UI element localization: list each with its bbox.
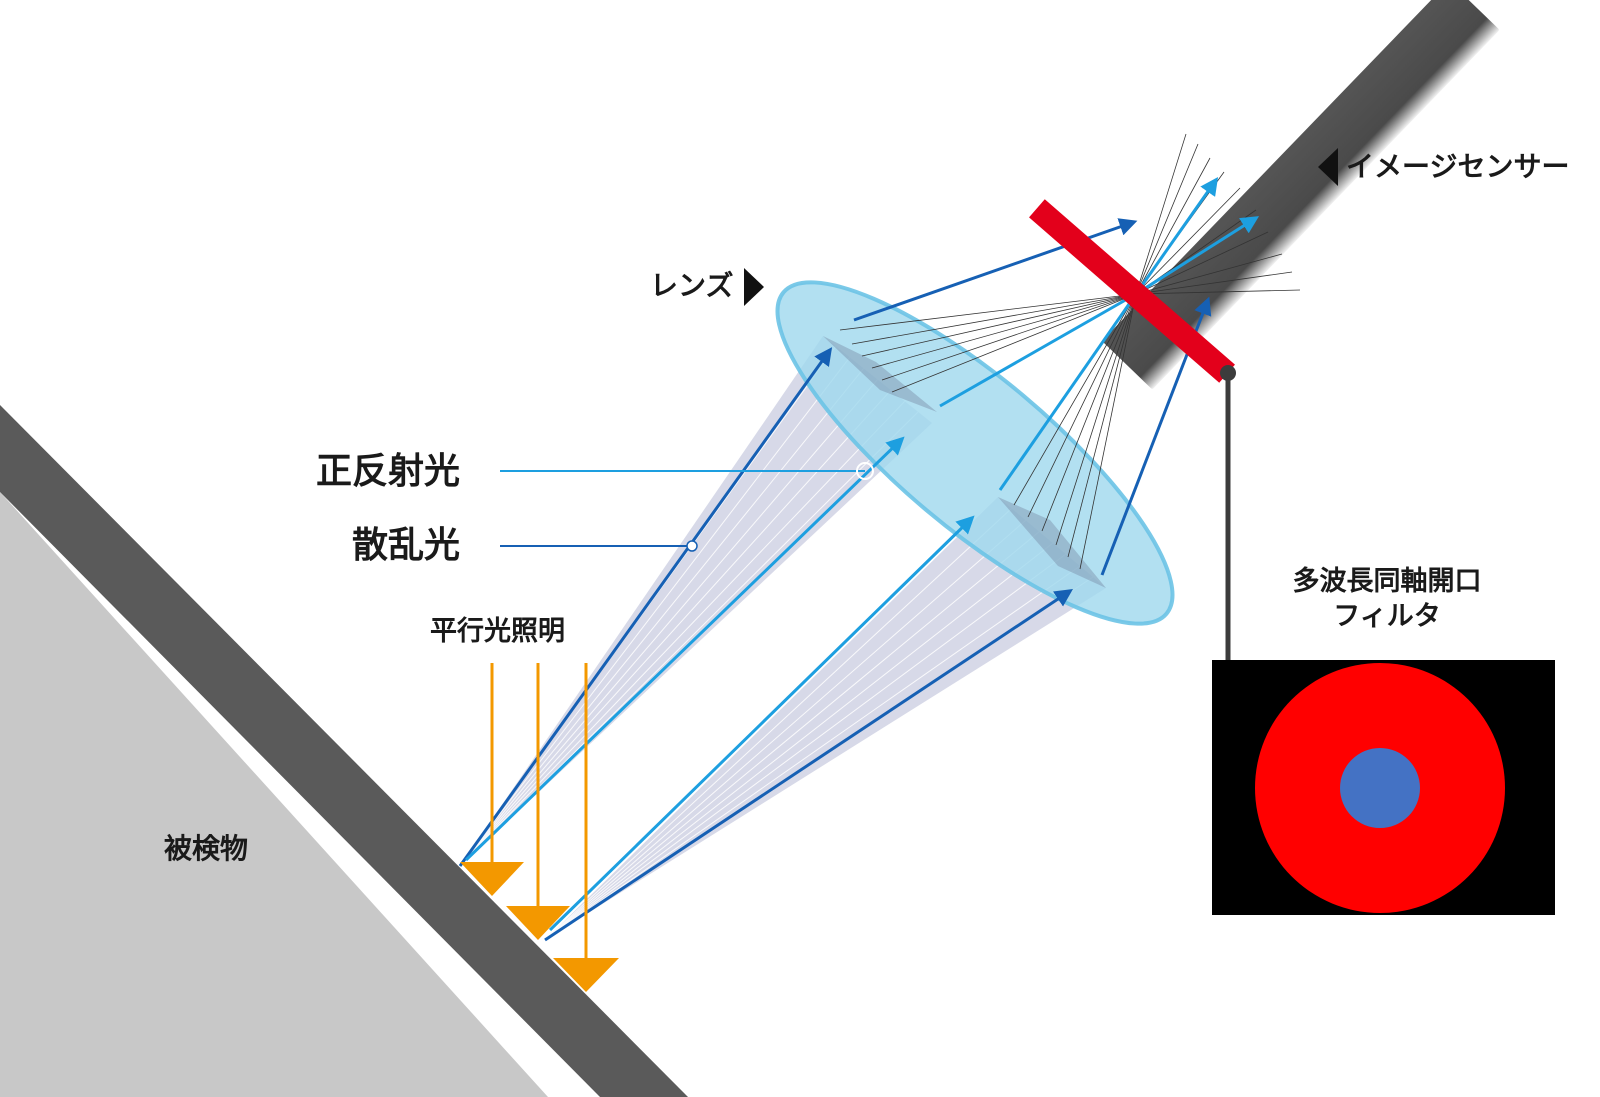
illumination-arrowhead-1 — [460, 862, 524, 896]
scattered-label: 散乱光 — [352, 525, 461, 566]
filter-title-line2: フィルタ — [1333, 601, 1441, 632]
specular-cone — [544, 497, 1106, 941]
illumination-arrowhead-3 — [553, 958, 619, 992]
specular-beam-column — [998, 497, 1106, 588]
object-body — [0, 492, 548, 1097]
image-sensor-label: イメージセンサー — [1346, 150, 1570, 183]
image-sensor — [1102, 0, 1499, 389]
filter-illustration — [1212, 660, 1555, 915]
filter-center-aperture — [1340, 748, 1420, 828]
lens-pointer-icon — [744, 268, 764, 306]
scatter-beam-column — [823, 336, 937, 412]
object-edge — [0, 405, 688, 1097]
aperture-filter-bar — [1029, 199, 1235, 383]
filter-title: 多波長同軸開口 フィルタ — [1262, 568, 1512, 630]
specular-label: 正反射光 — [316, 451, 461, 492]
filter-title-line1: 多波長同軸開口 — [1292, 566, 1482, 597]
lens-label: レンズ — [650, 269, 734, 302]
filter-outer-ring — [1255, 663, 1505, 913]
sensor-pointer-icon — [1318, 148, 1338, 186]
parallel-illumination — [490, 663, 588, 958]
illumination-arrowhead-2 — [506, 906, 570, 940]
lens — [777, 282, 1173, 624]
filter-connector-dot — [1220, 365, 1236, 381]
parallel-light-label: 平行光照明 — [430, 616, 565, 647]
object-label: 被検物 — [164, 832, 249, 865]
